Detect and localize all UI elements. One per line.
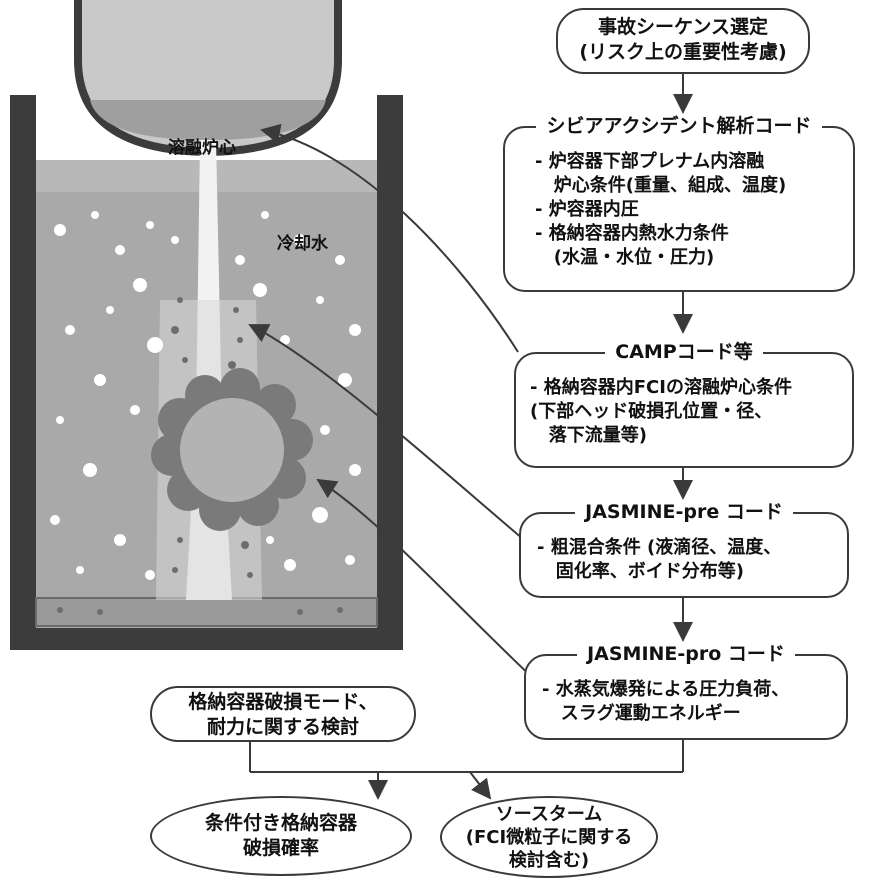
containment-failure-line-2: 耐力に関する検討 <box>206 716 359 738</box>
camp-code-item: (下部ヘッド破損孔位置・径、 <box>530 401 773 422</box>
severe-accident-item: - 炉容器下部プレナム内溶融 <box>535 151 765 172</box>
containment-failure-line-1: 格納容器破損モード、 <box>188 691 378 713</box>
camp-code-title: CAMPコード等 <box>605 341 763 363</box>
jasmine-pre-item: 固化率、ボイド分布等) <box>537 561 745 582</box>
right-wall <box>377 95 403 650</box>
left-wall <box>10 95 36 650</box>
jasmine-pro-item: スラグ運動エネルギー <box>542 703 741 724</box>
camp-code-item: - 格納容器内FCIの溶融炉心条件 <box>530 377 792 398</box>
jasmine-pre-box: JASMINE-pre コード - 粗混合条件 (液滴径、温度、 固化率、ボイド… <box>519 501 849 598</box>
jasmine-pre-item: - 粗混合条件 (液滴径、温度、 <box>537 537 782 558</box>
steam-explosion-cloud <box>151 368 313 531</box>
severe-accident-code-box: シビアアクシデント解析コード - 炉容器下部プレナム内溶融 炉心条件(重量、組成… <box>503 115 855 292</box>
camp-code-box: CAMPコード等 - 格納容器内FCIの溶融炉心条件 (下部ヘッド破損孔位置・径… <box>514 341 854 468</box>
severe-accident-code-title: シビアアクシデント解析コード <box>536 115 822 137</box>
severe-accident-item: - 炉容器内圧 <box>535 199 639 220</box>
accident-sequence-line-2: (リスク上の重要性考慮) <box>579 41 787 63</box>
melt-droplets <box>57 297 343 615</box>
flow-arrows <box>249 74 693 800</box>
conditional-failure-probability-ellipse: 条件付き格納容器 破損確率 <box>150 796 412 876</box>
coolant-label: 冷却水 <box>277 234 328 254</box>
accident-sequence-box: 事故シーケンス選定 (リスク上の重要性考慮) <box>556 8 810 74</box>
severe-accident-item: 炉心条件(重量、組成、温度) <box>535 175 787 196</box>
severe-accident-item: - 格納容器内熱水力条件 <box>535 223 729 244</box>
pedestal-illustration <box>10 0 403 650</box>
debris-bed <box>35 597 378 627</box>
jasmine-pre-title: JASMINE-pre コード <box>575 501 793 523</box>
steam-bubbles <box>50 211 361 580</box>
containment-failure-box: 格納容器破損モード、 耐力に関する検討 <box>150 686 416 742</box>
camp-code-item: 落下流量等) <box>530 425 648 446</box>
pointer-lines <box>248 123 536 681</box>
severe-accident-item: (水温・水位・圧力) <box>535 247 715 268</box>
molten-core-label: 溶融炉心 <box>168 138 236 158</box>
source-term-ellipse: ソースターム (FCI微粒子に関する 検討含む) <box>440 796 658 878</box>
jasmine-pro-item: - 水蒸気爆発による圧力負荷、 <box>542 679 790 700</box>
accident-sequence-line-1: 事故シーケンス選定 <box>597 16 769 38</box>
jasmine-pro-box: JASMINE-pro コード - 水蒸気爆発による圧力負荷、 スラグ運動エネル… <box>524 643 848 740</box>
jasmine-pro-title: JASMINE-pro コード <box>577 643 795 665</box>
floor <box>10 628 403 650</box>
